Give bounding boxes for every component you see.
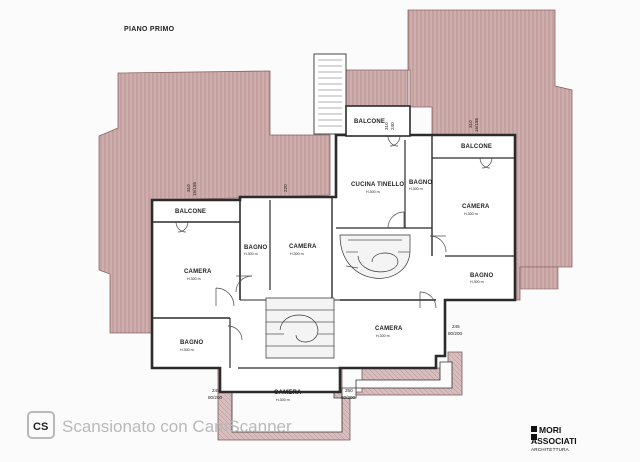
- logo-line3: ARCHITETTURA: [531, 447, 570, 452]
- room-label-camera-e: CAMERA: [462, 204, 490, 210]
- dimension-labels: 310 15/185 220 310 240 310 15/185 245 80…: [186, 118, 479, 400]
- room-label-balcone-ne: BALCONE: [461, 144, 492, 150]
- dim-label: 15/185: [474, 118, 479, 132]
- dim-label: 250: [345, 388, 353, 393]
- logo-mark-icon: [531, 426, 537, 432]
- room-label-camera-bottom: CAMERA: [274, 390, 302, 396]
- dim-label: 310: [186, 184, 191, 192]
- plan-title: PIANO PRIMO: [124, 26, 175, 33]
- room-height-bagno-n: H.300 m: [409, 187, 423, 191]
- room-label-bagno-n: BAGNO: [409, 180, 432, 186]
- cs-badge-icon: [27, 411, 55, 439]
- dim-label: 80/200: [448, 331, 462, 336]
- room-label-balcone-top: BALCONE: [354, 119, 385, 125]
- dim-label: 220: [283, 184, 288, 192]
- watermark-text: Scansionato con CamScanner: [62, 417, 292, 436]
- scanner-watermark: CS Scansionato con CamScanner: [27, 411, 292, 439]
- room-label-bagno-sw: BAGNO: [180, 340, 203, 346]
- dim-label: 245: [452, 324, 460, 329]
- room-height-cucina: H.300 m: [366, 190, 380, 194]
- walls: [150, 105, 517, 394]
- room-height-bagno-sw: H.300 m: [180, 348, 194, 352]
- roof-strip-east: [519, 266, 559, 290]
- dim-label: 310: [468, 120, 473, 128]
- room-label-camera-c: CAMERA: [289, 244, 317, 250]
- room-height-bagno-e: H.300 m: [470, 280, 484, 284]
- room-labels: BALCONE CAMERA H.300 m BAGNO H.300 m CAM…: [175, 119, 493, 402]
- doors: [175, 135, 493, 341]
- cs-badge-text: CS: [33, 421, 48, 433]
- room-height-camera-s: H.300 m: [376, 334, 390, 338]
- room-height-camera-bottom: H.300 m: [276, 398, 290, 402]
- room-height-camera-w: H.300 m: [187, 277, 201, 281]
- architect-logo: MORI ASSOCIATI ARCHITETTURA: [531, 425, 577, 452]
- room-label-camera-s: CAMERA: [375, 326, 403, 332]
- room-label-bagno-w1: BAGNO: [244, 245, 267, 251]
- dim-label: 15/185: [192, 182, 197, 196]
- dim-label: 80/200: [208, 395, 222, 400]
- dim-label: 245: [212, 388, 220, 393]
- room-label-camera-w: CAMERA: [184, 269, 212, 275]
- dim-label: 310: [384, 122, 389, 130]
- external-stairs: [313, 53, 347, 135]
- logo-line1: MORI: [539, 425, 561, 435]
- room-label-balcone-nw: BALCONE: [175, 209, 206, 215]
- room-height-camera-e: H.300 m: [464, 212, 478, 216]
- internal-stairs: [265, 234, 411, 359]
- room-height-bagno-w1: H.300 m: [244, 252, 258, 256]
- room-label-bagno-e: BAGNO: [470, 273, 493, 279]
- dim-label: 240: [390, 122, 395, 130]
- logo-line2: ASSOCIATI: [531, 436, 577, 446]
- dim-label: 80/200: [341, 395, 355, 400]
- room-label-cucina: CUCINA TINELLO: [351, 182, 404, 188]
- room-height-camera-c: H.300 m: [290, 252, 304, 256]
